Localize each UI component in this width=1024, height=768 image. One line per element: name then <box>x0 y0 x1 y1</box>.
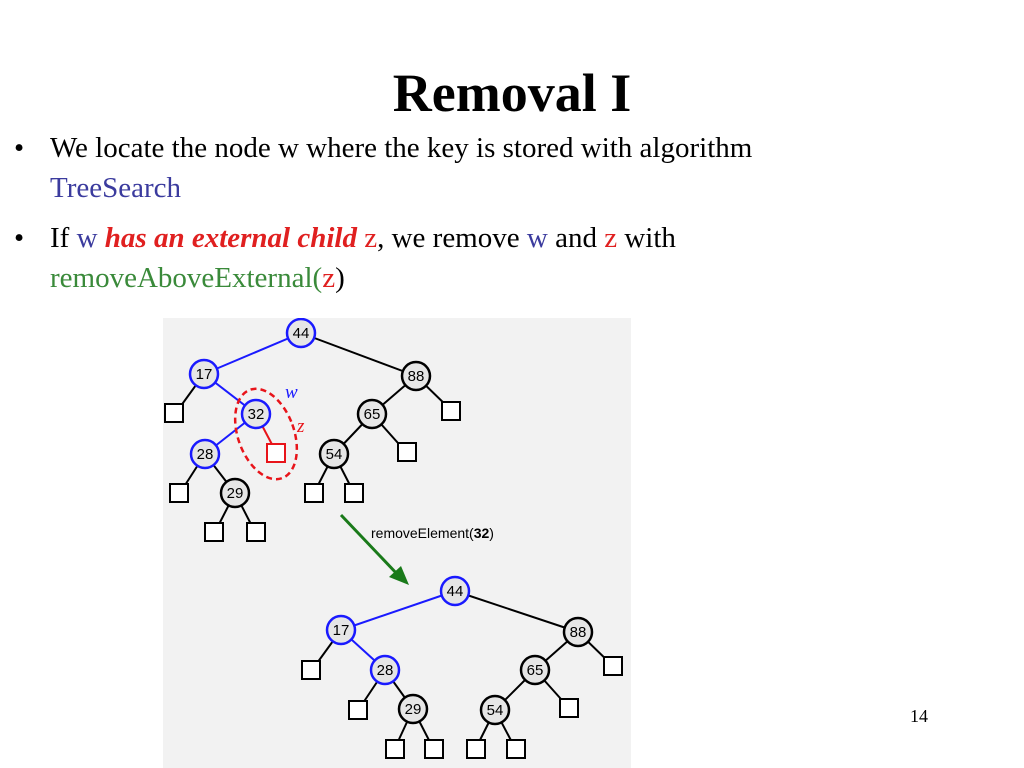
node-32-w <box>240 398 272 430</box>
node-label: 32 <box>248 406 265 423</box>
node-54 <box>318 438 350 470</box>
external-node <box>466 739 486 759</box>
paren-close: ) <box>335 262 345 294</box>
arrow-head <box>389 566 409 585</box>
node-65 <box>519 654 551 686</box>
var-w: w <box>76 222 98 254</box>
node-44 <box>285 318 317 349</box>
bottom-tree-edges <box>311 590 614 749</box>
arrow-label-func: removeElement( <box>371 525 474 541</box>
slide-title: Removal I <box>392 63 632 123</box>
arrow-label-close: ) <box>489 525 494 541</box>
external-node <box>424 739 444 759</box>
node-17 <box>325 614 357 646</box>
bullet-marker: • <box>14 132 25 164</box>
node-label: 44 <box>447 583 464 600</box>
node-88 <box>562 616 594 648</box>
transform-arrow <box>339 513 409 585</box>
external-node <box>385 739 405 759</box>
bst-removal-figure: 44 17 32 28 29 88 65 54 w z removeElemen… <box>163 318 631 768</box>
node-label: 88 <box>408 368 425 385</box>
text-we-remove: , we remove <box>377 222 520 254</box>
node-label: 65 <box>527 662 544 679</box>
arg-z: z <box>322 262 336 294</box>
external-node <box>506 739 526 759</box>
external-node <box>348 700 368 720</box>
node-label: 88 <box>570 624 587 641</box>
top-tree-labels: 44 17 32 28 29 88 65 54 <box>196 325 425 502</box>
node-label: 28 <box>197 446 214 463</box>
node-54 <box>479 694 511 726</box>
node-28 <box>189 438 221 470</box>
node-label: 29 <box>227 485 244 502</box>
bottom-tree-external-nodes <box>301 656 623 759</box>
arrow-label: removeElement(32) <box>371 525 494 541</box>
text-and: and <box>555 222 597 254</box>
external-node <box>397 442 417 462</box>
var-z: z <box>364 222 378 254</box>
text-with: with <box>624 222 676 254</box>
z-label: z <box>296 416 305 437</box>
emphasis-external-child: has an external child <box>104 222 357 254</box>
node-label: 54 <box>326 446 343 463</box>
external-node <box>559 698 579 718</box>
node-88 <box>400 360 432 392</box>
node-label: 54 <box>487 702 504 719</box>
bullet-list: • We locate the node w where the key is … <box>14 128 1004 308</box>
node-29 <box>219 477 251 509</box>
method-tree-search: TreeSearch <box>50 172 181 204</box>
node-label: 65 <box>364 406 381 423</box>
node-28 <box>369 654 401 686</box>
edge-44-17 <box>203 332 302 375</box>
arrow-label-arg: 32 <box>474 525 490 541</box>
external-node <box>301 660 321 680</box>
external-node <box>304 483 324 503</box>
bullet-text-plain: We locate the node w where the key is st… <box>50 132 753 164</box>
text-if: If <box>50 222 70 254</box>
bottom-tree-labels: 44 17 28 29 88 65 54 <box>333 583 587 719</box>
edge-44-88 <box>454 590 579 633</box>
node-label: 17 <box>196 366 213 383</box>
var-w-2: w <box>526 222 548 254</box>
w-z-dashed-outline <box>233 387 299 481</box>
external-node <box>441 401 461 421</box>
method-remove-above-external: removeAboveExternal <box>50 262 313 294</box>
external-node <box>344 483 364 503</box>
external-node <box>164 403 184 423</box>
node-29 <box>397 693 429 725</box>
edge-44-17 <box>340 590 456 631</box>
bullet-item-2: • If w has an external child z, we remov… <box>14 218 1004 298</box>
top-tree-external-nodes <box>164 401 461 542</box>
external-node <box>246 522 266 542</box>
external-node-z <box>266 443 286 463</box>
bullet-marker: • <box>14 222 25 254</box>
node-label: 28 <box>377 662 394 679</box>
node-label: 29 <box>405 701 422 718</box>
external-node <box>169 483 189 503</box>
bullet-item-1: • We locate the node w where the key is … <box>14 128 1004 208</box>
var-z-2: z <box>604 222 618 254</box>
node-44 <box>439 575 471 607</box>
top-tree-internal-nodes <box>188 318 432 509</box>
bullet-text: We locate the node w where the key is st… <box>50 128 1004 208</box>
node-label: 44 <box>293 325 310 342</box>
bottom-tree-internal-nodes <box>325 575 594 726</box>
edge-44-88 <box>300 332 417 377</box>
node-label: 17 <box>333 622 350 639</box>
bullet-text: If w has an external child z, we remove … <box>50 218 1004 298</box>
external-node <box>603 656 623 676</box>
paren-open: ( <box>312 262 323 294</box>
node-17 <box>188 358 220 390</box>
w-label: w <box>285 382 298 403</box>
page-number: 14 <box>910 706 928 726</box>
node-65 <box>356 398 388 430</box>
external-node <box>204 522 224 542</box>
arrow-shaft <box>339 513 401 578</box>
